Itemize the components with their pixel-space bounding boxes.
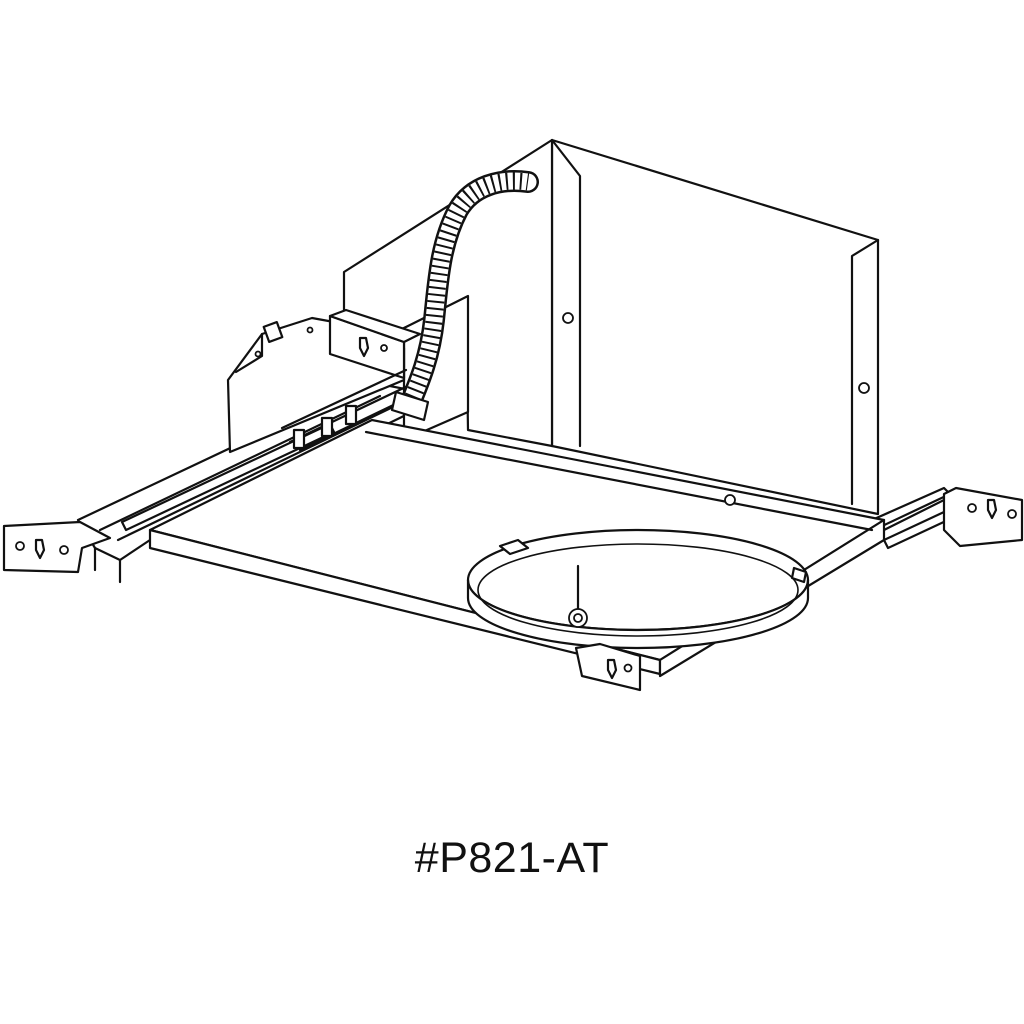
left-mounting-bar — [76, 380, 422, 584]
rail-stop — [320, 416, 334, 438]
mount-hole — [15, 541, 25, 551]
rail-stop — [292, 428, 306, 450]
left-mounting-foot — [2, 520, 112, 574]
model-number-caption: #P821-AT — [414, 834, 610, 882]
bar-clamp — [328, 308, 422, 380]
right-mounting-foot — [942, 486, 1024, 548]
nail-tab — [606, 658, 618, 680]
spring-clip — [498, 538, 530, 556]
front-mounting-foot — [574, 642, 642, 692]
rail-stop — [344, 404, 358, 426]
clamp-screw — [358, 336, 370, 358]
clip-tab — [262, 320, 284, 344]
clamp-hole — [380, 344, 388, 352]
knockout-hole — [562, 312, 574, 324]
mount-hole — [967, 503, 977, 513]
mount-hole — [1007, 509, 1017, 519]
flexible-conduit — [390, 170, 539, 422]
pan-hole — [724, 494, 736, 506]
small-hole — [306, 326, 314, 334]
aperture-ring — [466, 528, 810, 650]
nail-tab — [986, 498, 998, 520]
small-hole — [254, 350, 262, 358]
spring-clip — [790, 566, 808, 584]
knockout-hole — [858, 382, 870, 394]
socket-mount-inner — [573, 613, 583, 623]
right-mounting-bar — [870, 486, 954, 550]
mount-hole — [59, 545, 69, 555]
nail-tab — [34, 538, 46, 560]
junction-box — [342, 138, 880, 516]
mount-hole — [623, 663, 633, 673]
rails — [280, 368, 414, 452]
